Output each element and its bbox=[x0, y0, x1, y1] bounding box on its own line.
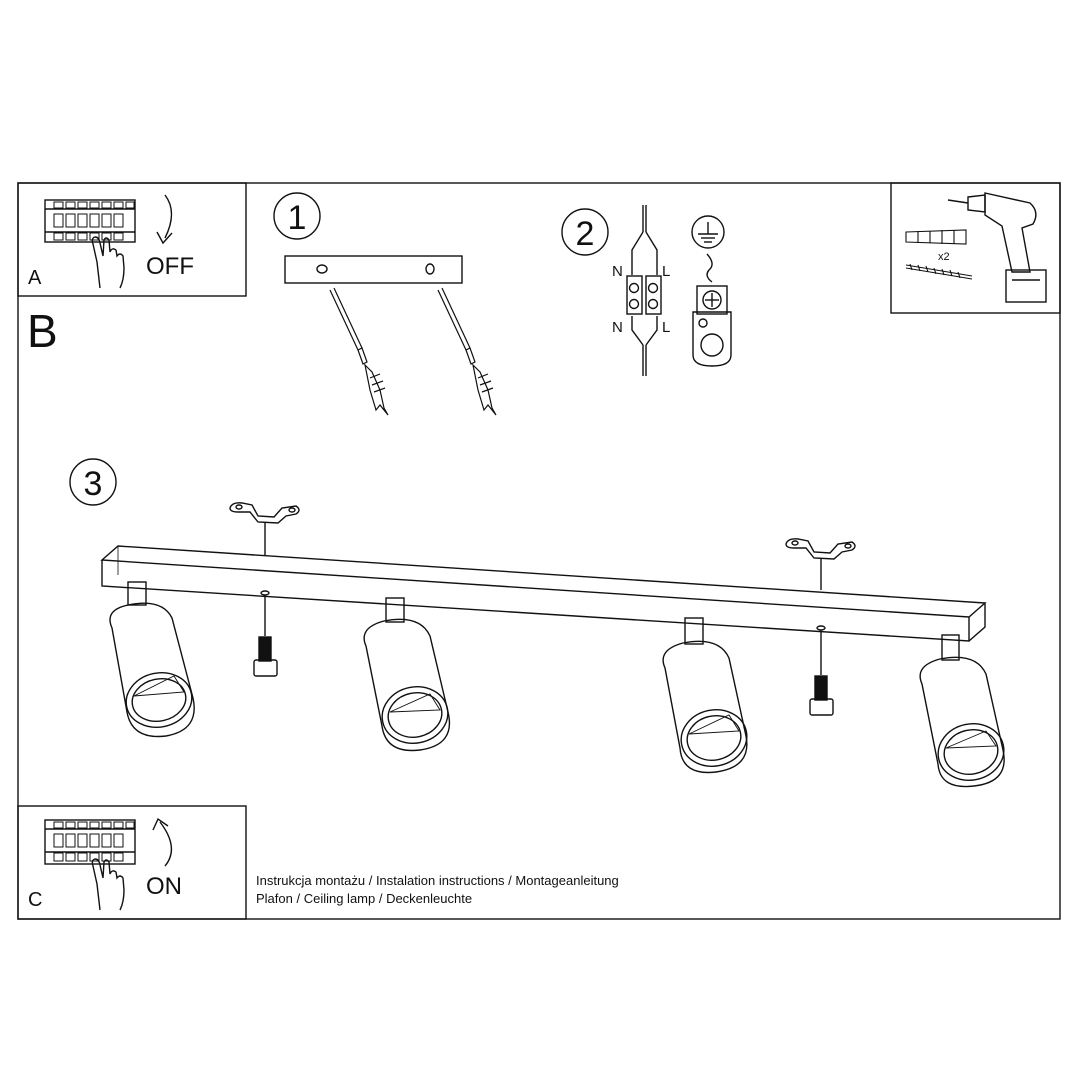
off-label: OFF bbox=[146, 253, 194, 280]
circuit-breaker-off-icon bbox=[44, 199, 136, 243]
panel-b-letter: B bbox=[27, 305, 58, 357]
mounting-bracket-right bbox=[785, 538, 856, 590]
spotlight-1 bbox=[109, 581, 195, 738]
fixing-screw-left bbox=[253, 590, 278, 677]
circuit-breaker-on-icon bbox=[44, 819, 136, 865]
quantity-label: x2 bbox=[938, 251, 950, 263]
wire-l-top-label: L bbox=[662, 263, 670, 280]
screw-icon bbox=[905, 263, 973, 280]
step-1-circle bbox=[273, 192, 321, 240]
wire-l-bottom-label: L bbox=[662, 319, 670, 336]
arrow-up-icon bbox=[152, 817, 173, 867]
lamp-rail bbox=[100, 545, 987, 642]
panel-tools-box bbox=[890, 182, 1061, 314]
spotlight-4 bbox=[919, 634, 1005, 788]
footer-subtitle: Plafon / Ceiling lamp / Deckenleuchte bbox=[256, 891, 473, 906]
hand-icon-c bbox=[91, 858, 125, 911]
fixing-screw-right bbox=[809, 625, 834, 716]
wall-plug-icon bbox=[905, 229, 967, 245]
wire-n-bottom-label: N bbox=[612, 319, 623, 336]
mounting-bracket-left bbox=[229, 502, 300, 556]
panel-a-letter: A bbox=[28, 267, 42, 289]
terminal-block-icon bbox=[626, 205, 662, 376]
panel-c-box bbox=[17, 805, 247, 920]
step-3-circle bbox=[69, 458, 117, 506]
wire-n-top-label: N bbox=[612, 263, 623, 280]
panel-a-box bbox=[17, 182, 247, 297]
step-2-number: 2 bbox=[576, 215, 595, 253]
hand-icon bbox=[91, 236, 125, 289]
on-label: ON bbox=[146, 873, 182, 900]
step-2-circle bbox=[561, 208, 609, 256]
screw-and-dowel-icon bbox=[329, 287, 497, 416]
drill-icon bbox=[947, 192, 1047, 303]
outer-frame bbox=[17, 182, 1061, 920]
spotlight-3 bbox=[662, 617, 748, 774]
step-3-number: 3 bbox=[84, 465, 103, 503]
arrow-down-icon bbox=[156, 194, 173, 245]
panel-c-letter: C bbox=[28, 889, 42, 911]
step-1-number: 1 bbox=[288, 199, 307, 237]
mounting-plate bbox=[284, 255, 463, 284]
footer-title: Instrukcja montażu / Instalation instruc… bbox=[256, 873, 619, 888]
ground-terminal-icon bbox=[691, 215, 732, 367]
spotlight-2 bbox=[363, 597, 451, 752]
